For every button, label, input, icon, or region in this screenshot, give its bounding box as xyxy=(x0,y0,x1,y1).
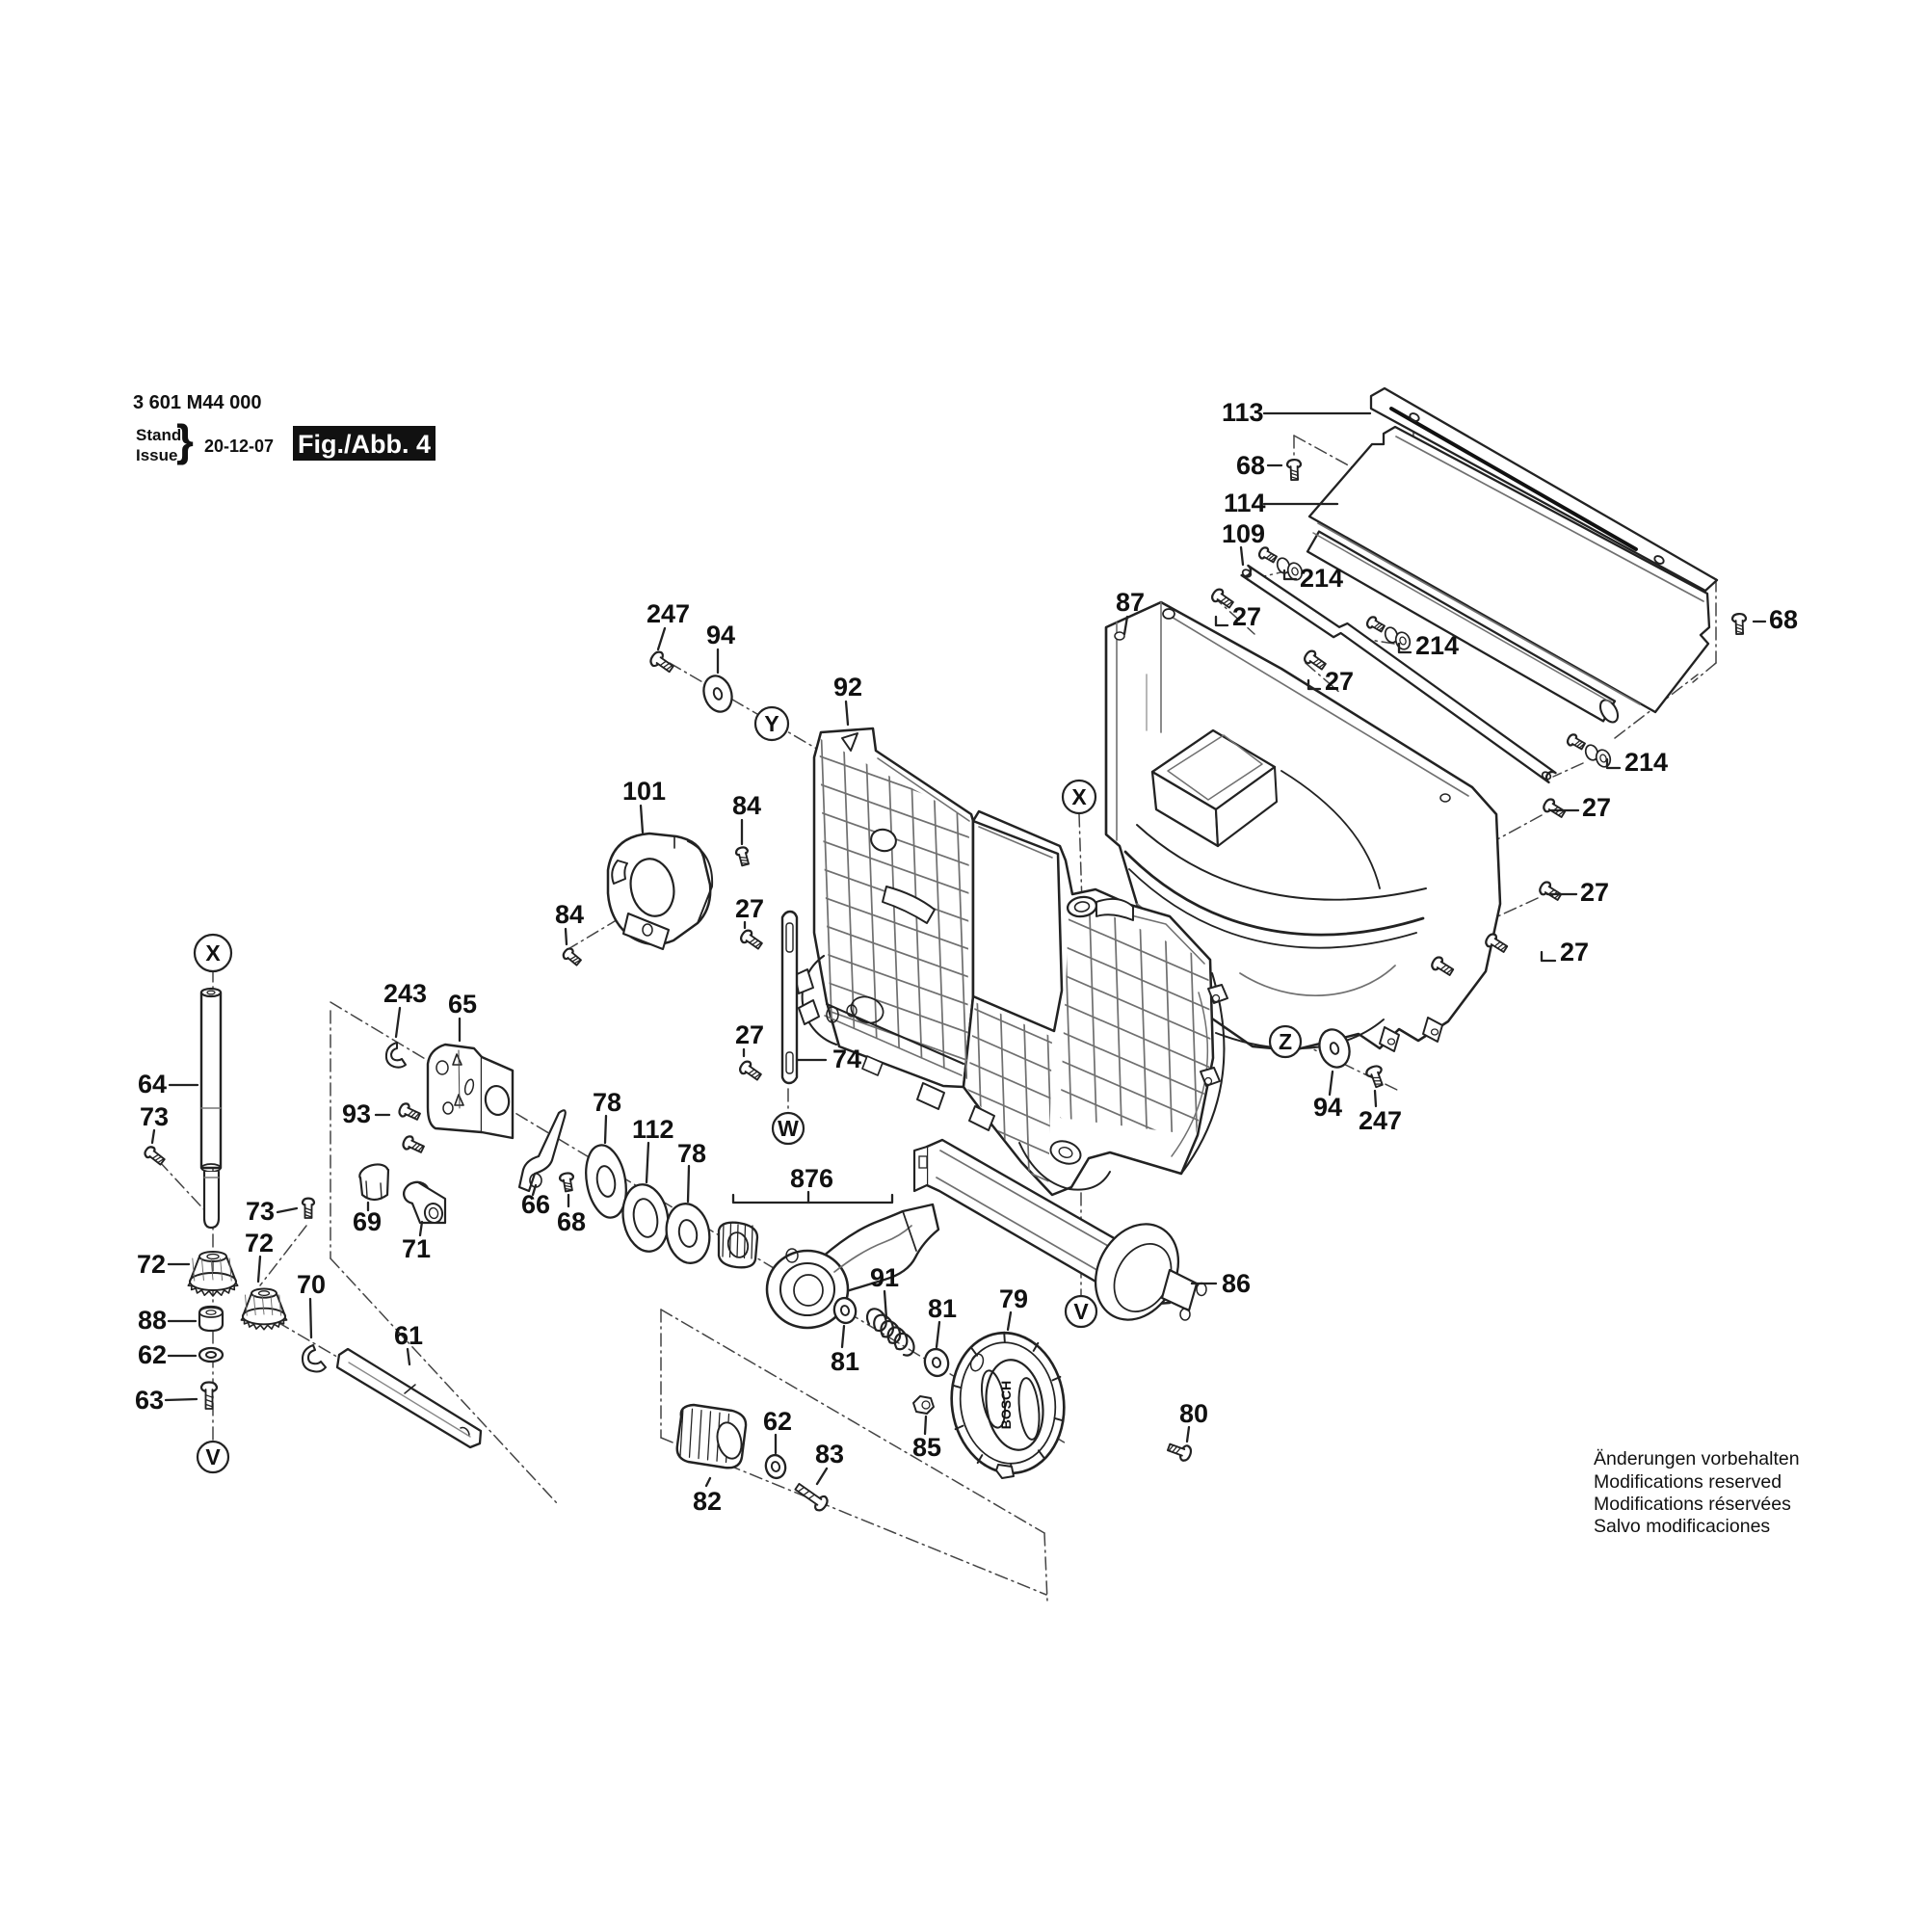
svg-text:73: 73 xyxy=(246,1197,275,1226)
svg-text:243: 243 xyxy=(383,979,427,1008)
svg-text:94: 94 xyxy=(1313,1093,1342,1122)
svg-text:X: X xyxy=(205,940,221,966)
svg-text:20-12-07: 20-12-07 xyxy=(204,437,274,456)
svg-text:61: 61 xyxy=(394,1321,423,1350)
svg-text:Y: Y xyxy=(764,711,779,736)
svg-text:68: 68 xyxy=(1236,451,1265,480)
svg-text:}: } xyxy=(176,415,194,465)
svg-text:876: 876 xyxy=(790,1164,833,1193)
svg-text:78: 78 xyxy=(593,1088,621,1117)
svg-text:V: V xyxy=(1073,1299,1089,1324)
svg-text:3 601 M44 000: 3 601 M44 000 xyxy=(133,392,261,413)
svg-text:74: 74 xyxy=(832,1045,861,1073)
svg-text:83: 83 xyxy=(815,1440,844,1469)
svg-text:94: 94 xyxy=(706,621,735,649)
svg-text:88: 88 xyxy=(138,1306,167,1335)
svg-text:27: 27 xyxy=(735,894,764,923)
svg-text:Änderungen vorbehalten: Änderungen vorbehalten xyxy=(1594,1448,1800,1469)
svg-text:72: 72 xyxy=(245,1229,274,1257)
svg-text:65: 65 xyxy=(448,990,477,1019)
svg-text:247: 247 xyxy=(1359,1106,1402,1135)
svg-text:113: 113 xyxy=(1222,398,1264,427)
svg-text:112: 112 xyxy=(632,1115,674,1144)
svg-text:Modifications réservées: Modifications réservées xyxy=(1594,1494,1791,1515)
svg-text:93: 93 xyxy=(342,1099,371,1128)
svg-text:114: 114 xyxy=(1224,489,1266,517)
svg-text:27: 27 xyxy=(1560,938,1589,966)
svg-text:80: 80 xyxy=(1179,1399,1208,1428)
svg-text:BOSCH: BOSCH xyxy=(998,1381,1014,1430)
svg-text:84: 84 xyxy=(555,900,584,929)
svg-text:78: 78 xyxy=(677,1139,706,1168)
svg-text:63: 63 xyxy=(135,1386,164,1415)
svg-text:66: 66 xyxy=(521,1190,550,1219)
svg-text:73: 73 xyxy=(140,1102,169,1131)
svg-text:68: 68 xyxy=(1769,605,1798,634)
svg-text:214: 214 xyxy=(1300,564,1343,593)
svg-text:79: 79 xyxy=(999,1284,1028,1313)
svg-text:Salvo modificaciones: Salvo modificaciones xyxy=(1594,1516,1770,1537)
svg-text:247: 247 xyxy=(647,599,690,628)
svg-text:70: 70 xyxy=(297,1270,326,1299)
svg-text:109: 109 xyxy=(1222,519,1265,548)
svg-text:27: 27 xyxy=(1580,878,1609,907)
svg-text:84: 84 xyxy=(732,791,761,820)
svg-text:68: 68 xyxy=(557,1207,586,1236)
svg-text:Z: Z xyxy=(1279,1029,1292,1054)
svg-text:92: 92 xyxy=(833,673,862,701)
svg-text:Stand: Stand xyxy=(136,426,181,444)
svg-text:27: 27 xyxy=(1582,793,1611,822)
svg-text:X: X xyxy=(1071,784,1087,809)
svg-text:Issue: Issue xyxy=(136,446,177,464)
svg-text:W: W xyxy=(778,1116,799,1141)
svg-text:V: V xyxy=(205,1444,221,1469)
svg-text:71: 71 xyxy=(402,1234,431,1263)
svg-text:87: 87 xyxy=(1116,588,1145,617)
svg-text:69: 69 xyxy=(353,1207,382,1236)
svg-text:214: 214 xyxy=(1415,631,1459,660)
svg-text:64: 64 xyxy=(138,1070,167,1098)
svg-text:214: 214 xyxy=(1624,748,1668,777)
svg-text:81: 81 xyxy=(928,1294,957,1323)
svg-text:82: 82 xyxy=(693,1487,722,1516)
svg-text:27: 27 xyxy=(1325,667,1354,696)
svg-text:27: 27 xyxy=(1232,602,1261,631)
svg-text:81: 81 xyxy=(831,1347,859,1376)
svg-text:86: 86 xyxy=(1222,1269,1251,1298)
svg-text:62: 62 xyxy=(138,1340,167,1369)
svg-text:72: 72 xyxy=(137,1250,166,1279)
svg-text:101: 101 xyxy=(622,777,666,806)
svg-text:27: 27 xyxy=(735,1020,764,1049)
svg-text:Modifications reserved: Modifications reserved xyxy=(1594,1471,1782,1493)
svg-text:91: 91 xyxy=(870,1263,899,1292)
svg-text:62: 62 xyxy=(763,1407,792,1436)
svg-text:85: 85 xyxy=(912,1433,941,1462)
svg-text:Fig./Abb. 4: Fig./Abb. 4 xyxy=(298,430,431,459)
